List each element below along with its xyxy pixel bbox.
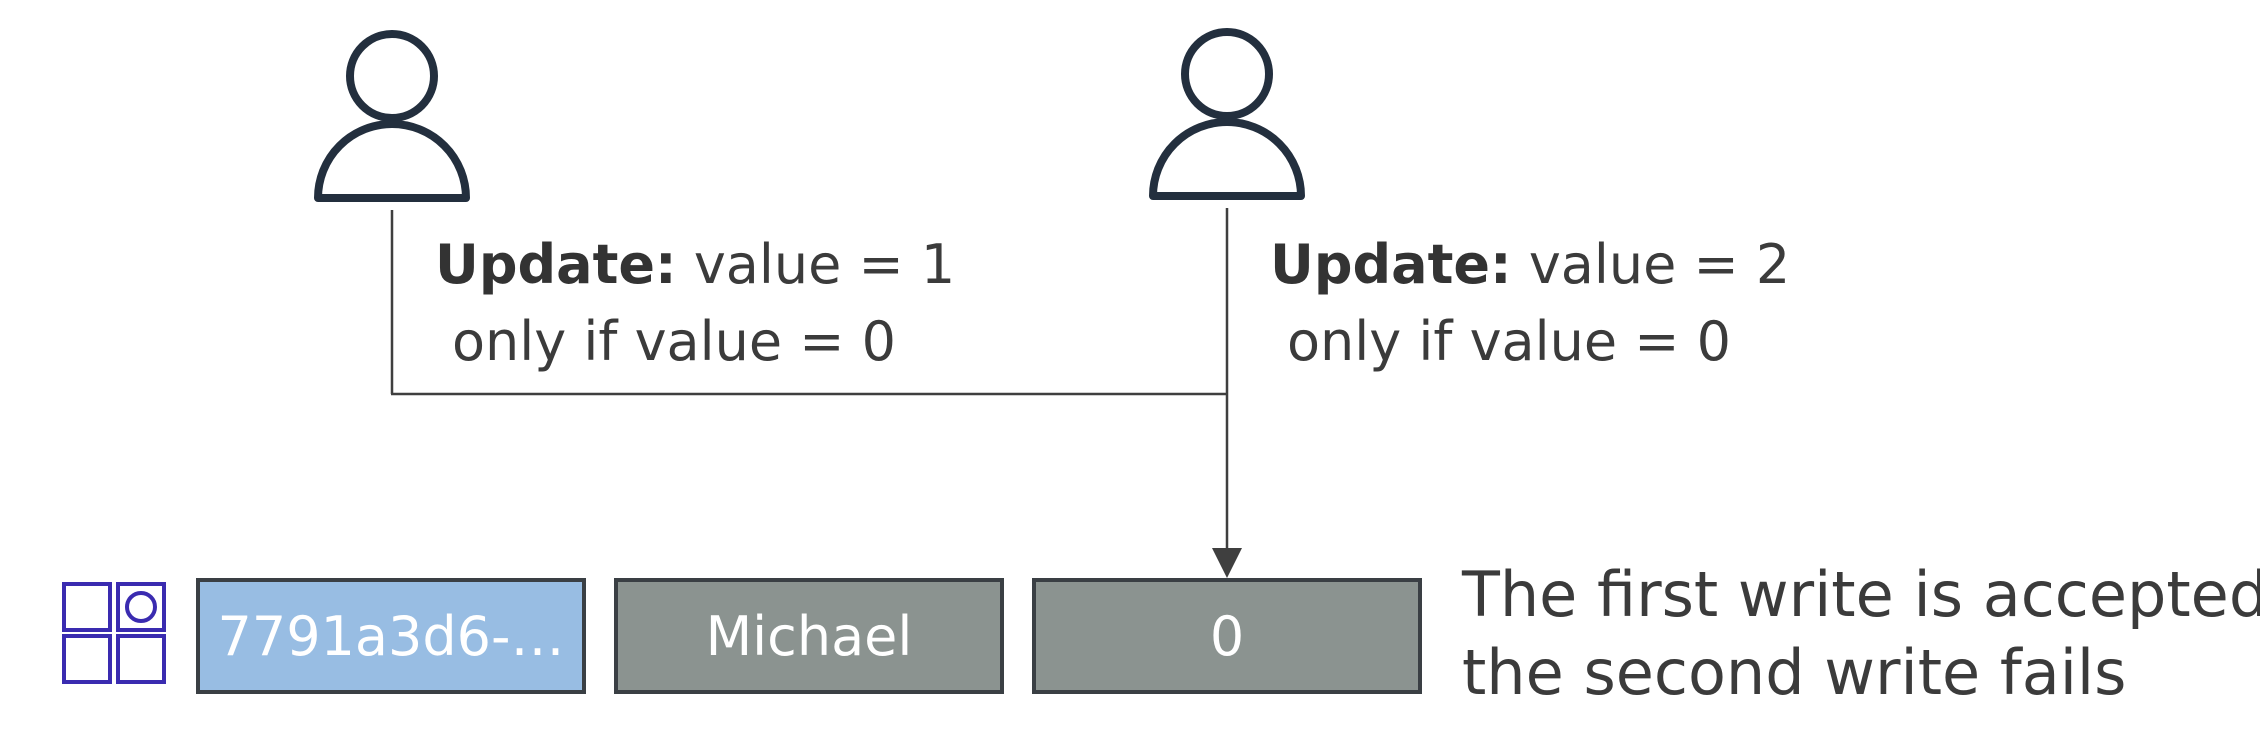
user-1-condition: only if value = 0 [452, 310, 896, 373]
dynamodb-item-icon [62, 582, 166, 684]
user-1-update-label: Update: value = 1 [435, 238, 955, 292]
cell-value: 7791a3d6-… [217, 604, 565, 668]
user-2-update-label: Update: value = 2 [1270, 238, 1790, 292]
cell-value: 0 [1209, 604, 1245, 668]
user-icon [1149, 28, 1305, 200]
result-line-1: The first write is accepted, [1462, 558, 2260, 631]
result-line-2: the second write fails [1462, 636, 2127, 709]
update-value: value = 2 [1528, 233, 1791, 296]
update-keyword: Update: [1270, 233, 1512, 296]
update-keyword: Update: [435, 233, 677, 296]
value-attribute-cell: 0 [1032, 578, 1422, 694]
user-2-condition: only if value = 0 [1287, 310, 1731, 373]
result-text: The first write is accepted, the second … [1462, 556, 2260, 712]
partition-key-cell: 7791a3d6-… [196, 578, 586, 694]
user-icon [314, 30, 470, 202]
update-value: value = 1 [693, 233, 956, 296]
cell-value: Michael [705, 604, 913, 668]
name-attribute-cell: Michael [614, 578, 1004, 694]
arrowhead-down [1212, 548, 1242, 578]
